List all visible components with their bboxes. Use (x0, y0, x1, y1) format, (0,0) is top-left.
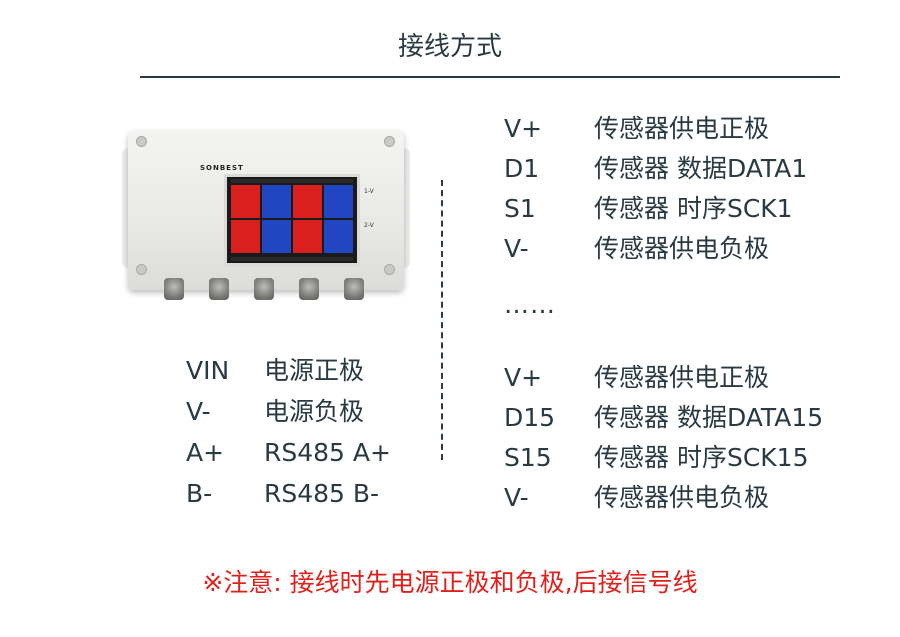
side-label: 2-V (364, 222, 374, 229)
pin-name: S15 (504, 443, 552, 472)
screw-icon (384, 136, 395, 147)
pin-name: V- (186, 397, 211, 426)
pin-name: D1 (504, 154, 540, 183)
pin-name: V+ (504, 363, 543, 392)
cable-gland-icon (164, 278, 184, 300)
screen-cell (293, 185, 322, 218)
pin-desc: 传感器 数据DATA15 (594, 403, 824, 432)
dashed-divider (441, 180, 443, 460)
screen-cell (324, 220, 353, 253)
pin-name: A+ (186, 438, 225, 467)
screen-cell (231, 220, 260, 253)
cable-gland-icon (344, 278, 364, 300)
screen-cell (293, 220, 322, 253)
cable-gland-icon (254, 278, 274, 300)
screen-cell (262, 185, 291, 218)
pin-name: V- (504, 483, 529, 512)
wiring-note: ※注意: 接线时先电源正极和负极,后接信号线 (202, 568, 698, 597)
pin-name: V+ (504, 114, 543, 143)
screw-icon (384, 264, 395, 275)
pin-desc: 传感器供电正极 (594, 114, 770, 143)
screw-icon (136, 136, 147, 147)
cable-gland-icon (299, 278, 319, 300)
cable-glands (164, 278, 364, 304)
pin-desc: 传感器 时序SCK1 (594, 194, 793, 223)
ellipsis-text: …… (504, 290, 556, 319)
device-enclosure: SONBEST 1-V 2-V (122, 130, 410, 290)
device-screen (224, 174, 360, 266)
pin-name: S1 (504, 194, 536, 223)
pin-desc: 传感器供电正极 (594, 363, 770, 392)
pin-name: B- (186, 479, 213, 508)
pin-desc: 传感器供电负极 (594, 234, 770, 263)
pin-desc: 传感器 时序SCK15 (594, 443, 809, 472)
pin-desc: 电源正极 (264, 356, 365, 385)
screen-cell (231, 185, 260, 218)
pin-desc: 传感器供电负极 (594, 483, 770, 512)
pin-desc: 传感器 数据DATA1 (594, 154, 808, 183)
device-brand-label: SONBEST (200, 164, 244, 172)
cable-gland-icon (209, 278, 229, 300)
side-label: 1-V (364, 188, 374, 195)
screw-icon (136, 264, 147, 275)
title-underline (140, 76, 840, 78)
screen-cell (324, 185, 353, 218)
pin-name: V- (504, 234, 529, 263)
pin-name: D15 (504, 403, 556, 432)
pin-desc: 电源负极 (264, 397, 365, 426)
screen-cell (262, 220, 291, 253)
pin-desc: RS485 B- (264, 479, 380, 508)
device-image: SONBEST 1-V 2-V (120, 120, 420, 310)
pin-desc: RS485 A+ (264, 438, 391, 467)
pin-name: VIN (186, 356, 230, 385)
page-title: 接线方式 (397, 32, 502, 62)
